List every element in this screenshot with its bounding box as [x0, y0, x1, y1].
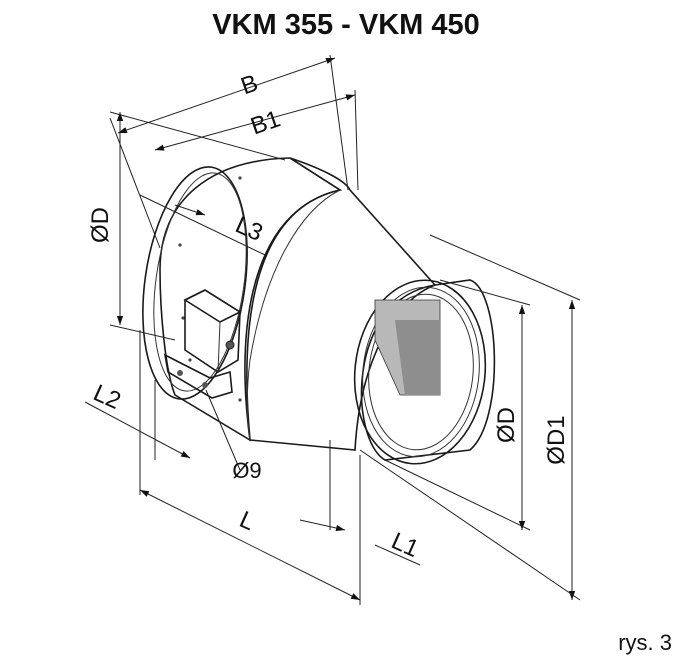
dimension-label-l2: L2 — [89, 379, 124, 415]
terminal-box — [163, 289, 242, 399]
dimension-label-d-left: ØD — [87, 207, 114, 243]
dimension-lines — [84, 54, 581, 605]
fan-housing — [142, 157, 496, 465]
dimension-label-d-right: ØD — [493, 407, 520, 443]
drawing-title: VKM 355 - VKM 450 — [212, 9, 480, 41]
dimension-label-hole: Ø9 — [232, 458, 261, 483]
dimension-label-b1: B1 — [247, 105, 284, 140]
dimension-label-l: L — [235, 506, 258, 536]
dimension-label-d1: ØD1 — [543, 415, 570, 464]
dimension-label-b: B — [238, 70, 262, 101]
dimension-label-l1: L1 — [387, 527, 422, 563]
figure-caption: rys. 3 — [618, 630, 672, 655]
